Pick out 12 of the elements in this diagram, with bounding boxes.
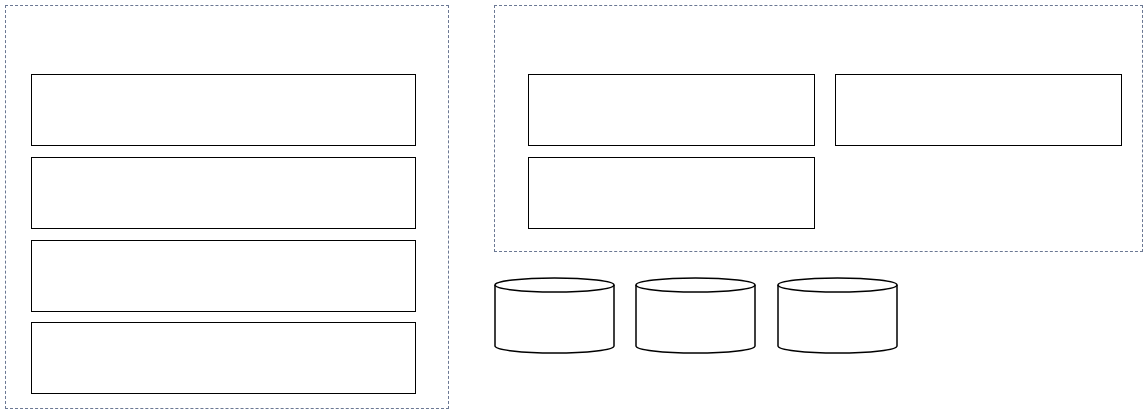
cylinder-shape [635, 277, 756, 354]
rectangle-box [528, 157, 815, 229]
dashed-frame [494, 5, 1143, 252]
cylinder-shape [777, 277, 898, 354]
dashed-frame [5, 5, 449, 409]
rectangle-box [31, 240, 416, 312]
rectangle-box [31, 157, 416, 229]
rectangle-box [528, 74, 815, 146]
rectangle-box [31, 74, 416, 146]
cylinder-shape [494, 277, 615, 354]
rectangle-box [31, 322, 416, 394]
rectangle-box [835, 74, 1122, 146]
